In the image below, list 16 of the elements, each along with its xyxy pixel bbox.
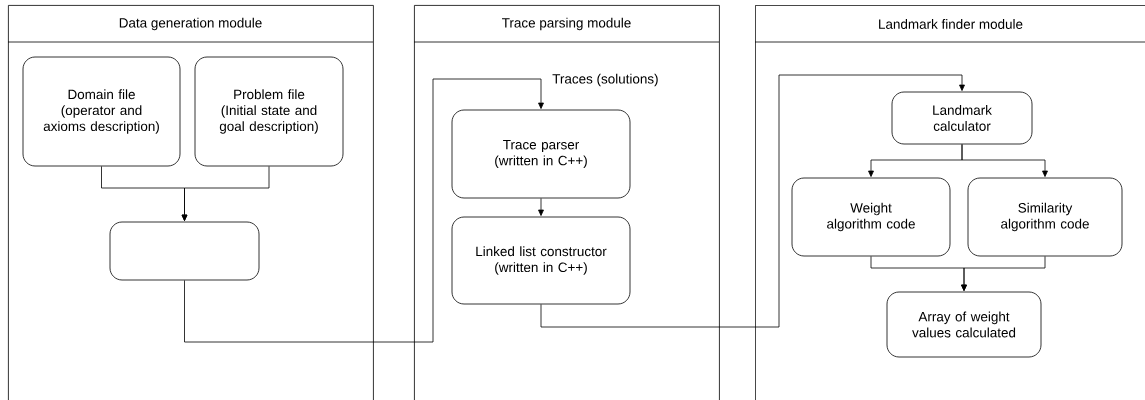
connector-arrow — [184, 78, 544, 343]
connector-arrow — [961, 256, 1046, 291]
connector-arrow — [538, 198, 544, 216]
connector-arrow — [961, 144, 1048, 177]
process-box: Linked list constructor (written in C++) — [451, 216, 631, 305]
edge-label: Traces (solutions) — [551, 72, 660, 88]
process-box: Similarity algorithm code — [967, 177, 1123, 257]
process-box: Weight algorithm code — [791, 177, 951, 257]
process-box: Domain file (operator and axioms description) — [22, 56, 181, 167]
process-box: Problem file (Initial state and goal description) — [194, 56, 344, 167]
process-box: Landmark calculator — [891, 91, 1033, 145]
process-box — [109, 221, 260, 281]
process-box: Array of weight values calculated — [886, 291, 1042, 358]
connector-arrow — [181, 166, 270, 221]
connector-arrow — [540, 74, 965, 328]
process-box: Trace parser (written in C++) — [451, 109, 631, 199]
